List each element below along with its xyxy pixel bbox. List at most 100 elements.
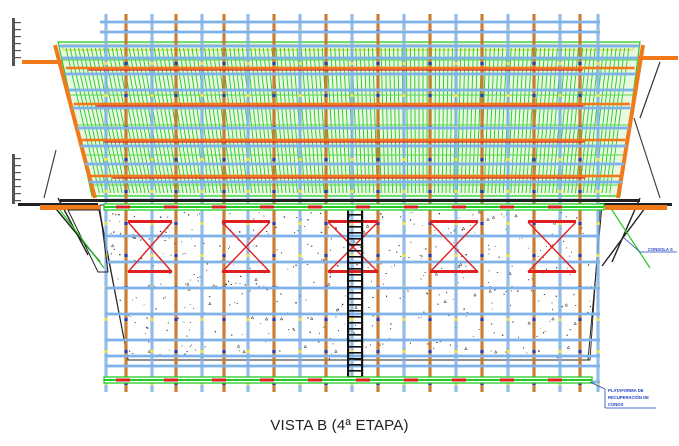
concrete-aggregate — [527, 321, 531, 325]
concrete-speck — [571, 251, 572, 253]
upper-work-platform-mark — [404, 205, 418, 209]
concrete-speck — [293, 266, 294, 268]
vertical-soldier — [578, 14, 582, 392]
concrete-speck — [231, 334, 233, 336]
vertical-soldier — [104, 14, 108, 392]
concrete-speck — [169, 273, 171, 275]
soldier-pin — [200, 222, 204, 225]
concrete-speck — [589, 300, 591, 302]
brace-diagonal — [429, 221, 479, 273]
upper-panel-rib — [456, 47, 462, 194]
concrete-speck — [389, 337, 390, 339]
concrete-speck — [500, 213, 503, 215]
soldier-pin — [200, 318, 204, 321]
soldier-pin — [596, 190, 600, 193]
vertical-soldier — [272, 14, 276, 392]
upper-panel-rib — [262, 47, 279, 194]
concrete-speck — [453, 298, 454, 300]
brace-diagonal — [527, 221, 577, 273]
soldier-pin — [200, 94, 204, 97]
concrete-speck — [343, 246, 345, 249]
concrete-speck — [478, 329, 480, 330]
orange-rail — [89, 174, 621, 178]
concrete-speck — [140, 239, 142, 241]
concrete-speck — [197, 280, 199, 282]
soldier-pin — [480, 62, 484, 65]
upper-panel-rib — [250, 47, 268, 194]
soldier-pin — [480, 158, 484, 161]
concrete-speck — [229, 304, 231, 306]
left-post-tick — [15, 36, 21, 38]
concrete-aggregate — [362, 230, 366, 234]
cone-recovery-platform-mark — [260, 378, 274, 382]
soldier-pin — [428, 254, 432, 257]
concrete-speck — [419, 255, 421, 257]
soldier-pin — [578, 222, 582, 225]
soldier-pin — [376, 254, 380, 257]
concrete-speck — [194, 245, 196, 247]
ladder-rung — [347, 346, 363, 348]
concrete-speck — [193, 308, 194, 309]
ladder-rung — [347, 322, 363, 324]
upper-work-platform-mark — [548, 205, 562, 209]
soldier-pin — [200, 254, 204, 257]
concrete-speck — [153, 285, 155, 287]
vertical-soldier — [324, 14, 328, 392]
consola-label: CONSOLA S — [648, 247, 673, 252]
ladder-rung — [347, 334, 363, 336]
concrete-speck — [197, 214, 198, 216]
concrete-speck — [329, 276, 331, 278]
formwork-elevation-drawing: CONSOLA S PLATAFORMA DE RECUPERACIÓN DE … — [12, 14, 678, 409]
brace-bottom — [528, 270, 576, 273]
soldier-pin — [350, 62, 354, 65]
upper-panel-rib — [279, 47, 295, 194]
concrete-speck — [293, 329, 296, 331]
concrete-speck — [335, 227, 337, 229]
soldier-pin — [324, 158, 328, 161]
soldier-pin — [506, 254, 510, 257]
upper-panel-rib — [174, 47, 199, 194]
soldier-pin — [246, 190, 250, 193]
concrete-speck — [563, 240, 565, 242]
right-console-strut — [601, 203, 649, 267]
soldier-pin — [104, 94, 108, 97]
concrete-speck — [295, 264, 297, 266]
soldier-pin — [150, 350, 154, 353]
concrete-speck — [448, 228, 449, 229]
concrete-speck — [168, 237, 170, 239]
concrete-speck — [229, 246, 230, 248]
soldier-pin — [596, 382, 600, 385]
soldier-pin — [150, 318, 154, 321]
soldier-pin — [454, 254, 458, 257]
concrete-speck — [388, 249, 391, 251]
soldier-pin — [532, 318, 536, 321]
upper-panel-rib — [241, 47, 260, 194]
upper-panel-rib — [107, 47, 138, 194]
concrete-speck — [426, 293, 428, 295]
concrete-speck — [472, 214, 474, 216]
concrete-speck — [283, 216, 285, 218]
ladder-rung — [347, 274, 363, 276]
concrete-aggregate — [473, 292, 477, 297]
concrete-aggregate — [254, 277, 258, 281]
concrete-speck — [225, 283, 227, 285]
upper-panel-rib — [342, 47, 352, 194]
soldier-pin — [298, 62, 302, 65]
concrete-speck — [372, 314, 374, 317]
upper-work-platform-mark — [212, 205, 226, 209]
concrete-wall-section — [97, 204, 603, 361]
side-consoles — [12, 18, 678, 273]
concrete-speck — [129, 350, 131, 352]
concrete-speck — [446, 292, 448, 294]
upper-panel-rib — [94, 47, 127, 194]
vertical-soldier — [480, 14, 484, 392]
red-rail — [88, 69, 583, 71]
concrete-speck — [191, 229, 193, 231]
concrete-speck — [538, 300, 540, 302]
concrete-aggregate — [279, 316, 284, 321]
blue-waler — [105, 364, 600, 368]
cone-recovery-platform-mark — [212, 378, 226, 382]
concrete-speck — [302, 258, 303, 260]
concrete-speck — [461, 229, 463, 231]
concrete-speck — [498, 256, 500, 258]
